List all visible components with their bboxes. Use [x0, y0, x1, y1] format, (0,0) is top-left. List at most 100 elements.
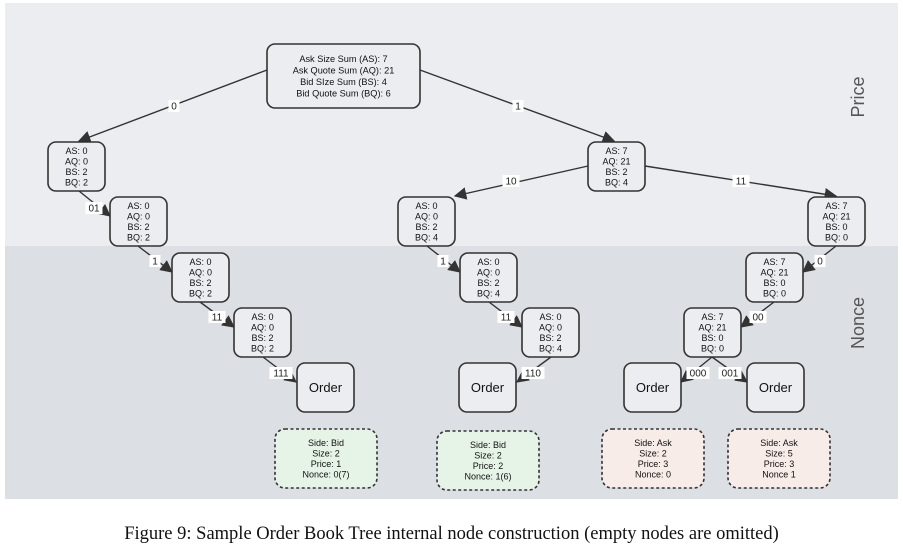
node-text-line: BS: 2	[605, 167, 627, 177]
edge-label-background	[85, 202, 103, 214]
edge-n101-n10111: 11	[488, 301, 524, 328]
edge-label-background	[686, 367, 710, 379]
node-text-line: AQ: 21	[698, 322, 726, 332]
edge-label-background	[718, 367, 742, 379]
edge-label: 110	[525, 369, 541, 380]
node-text-line: BS: 2	[539, 333, 561, 343]
figure-caption: Figure 9: Sample Order Book Tree interna…	[124, 524, 779, 544]
node-text-line: Size: 2	[312, 448, 340, 458]
edge-label-background	[269, 367, 293, 379]
edge-line	[453, 165, 589, 200]
node-text-line: AQ: 0	[415, 211, 438, 221]
node-text-line: BS: 0	[825, 222, 847, 232]
node-text-line: AQ: 0	[127, 211, 150, 221]
node-text-line: AQ: 21	[760, 267, 788, 277]
node-text-line: Side: Bid	[308, 438, 344, 448]
edge-label: 1	[152, 257, 158, 268]
node-text-line: AS: 0	[189, 257, 211, 267]
edge-label: 0	[817, 257, 823, 268]
node-box	[807, 196, 866, 247]
node-text-line: AS: 0	[65, 146, 87, 156]
node-text-line: BQ: 0	[825, 232, 848, 242]
node-text-line: Side: Ask	[634, 438, 672, 448]
node-box	[109, 196, 168, 247]
node-box	[171, 252, 230, 303]
node-text-line: Size: 5	[765, 448, 793, 458]
node-text-line: Nonce: 1(6)	[464, 471, 511, 481]
node-text-line: Side: Bid	[470, 440, 506, 450]
edge-n11000-orderC: 000	[680, 356, 713, 383]
node-text-line: Bid SIze Sum (BS): 4	[300, 77, 387, 87]
edge-label: 001	[722, 369, 739, 380]
edge-label: 11	[736, 177, 747, 188]
price-band-label: Price	[848, 76, 868, 117]
node-text-line: BS: 2	[477, 278, 499, 288]
node-text-line: BQ: 0	[763, 288, 786, 298]
edge-root-n1: 1	[419, 69, 616, 144]
order-node-orderA: Order	[296, 362, 355, 413]
edge-label: 10	[505, 177, 517, 188]
node-box	[458, 362, 517, 413]
edge-label: 1	[440, 257, 446, 268]
node-text-line: Order	[636, 380, 670, 395]
node-text-line: BQ: 4	[415, 232, 438, 242]
node-text-line: BS: 2	[127, 222, 149, 232]
node-text-line: BS: 2	[65, 167, 87, 177]
node-box	[746, 362, 805, 413]
node-text-line: BS: 2	[189, 278, 211, 288]
node-text-line: AS: 7	[605, 146, 627, 156]
node-box	[623, 362, 682, 413]
tree-node-n01: AS: 0AQ: 0BS: 2BQ: 2	[109, 196, 168, 247]
node-text-line: BQ: 2	[65, 177, 88, 187]
edge-label: 111	[273, 369, 289, 380]
node-text-line: BQ: 4	[605, 177, 628, 187]
node-text-line: BQ: 2	[189, 288, 212, 298]
node-text-line: BS: 0	[763, 278, 785, 288]
node-box	[601, 428, 705, 489]
node-box	[436, 430, 540, 491]
node-box	[274, 428, 378, 489]
edge-label-background	[168, 100, 180, 112]
node-box	[587, 141, 646, 192]
edge-label-background	[521, 367, 545, 379]
node-box	[266, 43, 421, 109]
node-text-line: AQ: 0	[189, 267, 212, 277]
edge-label-background	[814, 255, 826, 267]
node-box	[233, 307, 292, 358]
edge-label: 1	[515, 102, 521, 113]
order-node-orderD: Order	[746, 362, 805, 413]
node-box	[459, 252, 518, 303]
node-box	[683, 307, 742, 358]
edge-n1-n10: 10	[453, 165, 589, 200]
node-text-line: BS: 2	[415, 222, 437, 232]
node-text-line: Nonce: 0(7)	[302, 469, 349, 479]
node-text-line: Order	[471, 380, 505, 395]
edge-label-background	[732, 175, 750, 187]
node-box	[47, 141, 106, 192]
edge-n10111-orderB: 110	[515, 356, 552, 383]
node-text-line: AS: 0	[477, 257, 499, 267]
tree-node-n0: AS: 0AQ: 0BS: 2BQ: 2	[47, 141, 106, 192]
node-box	[397, 196, 456, 247]
edge-n011-n0111: 11	[199, 301, 236, 328]
node-text-line: BQ: 2	[251, 343, 274, 353]
node-text-line: AS: 0	[251, 312, 273, 322]
node-text-line: Size: 2	[474, 450, 502, 460]
edge-n1-n11: 11	[644, 165, 838, 201]
node-text-line: BS: 0	[701, 333, 723, 343]
node-text-line: Nonce: 0	[635, 469, 671, 479]
tree-node-n0111: AS: 0AQ: 0BS: 2BQ: 2	[233, 307, 292, 358]
edge-label-background	[208, 311, 226, 323]
node-text-line: Price: 3	[764, 459, 795, 469]
edge-label: 000	[690, 369, 707, 380]
edge-label-background	[149, 255, 161, 267]
node-text-line: Order	[759, 380, 793, 395]
node-text-line: Nonce 1	[762, 469, 796, 479]
node-text-line: Price: 2	[473, 461, 504, 471]
